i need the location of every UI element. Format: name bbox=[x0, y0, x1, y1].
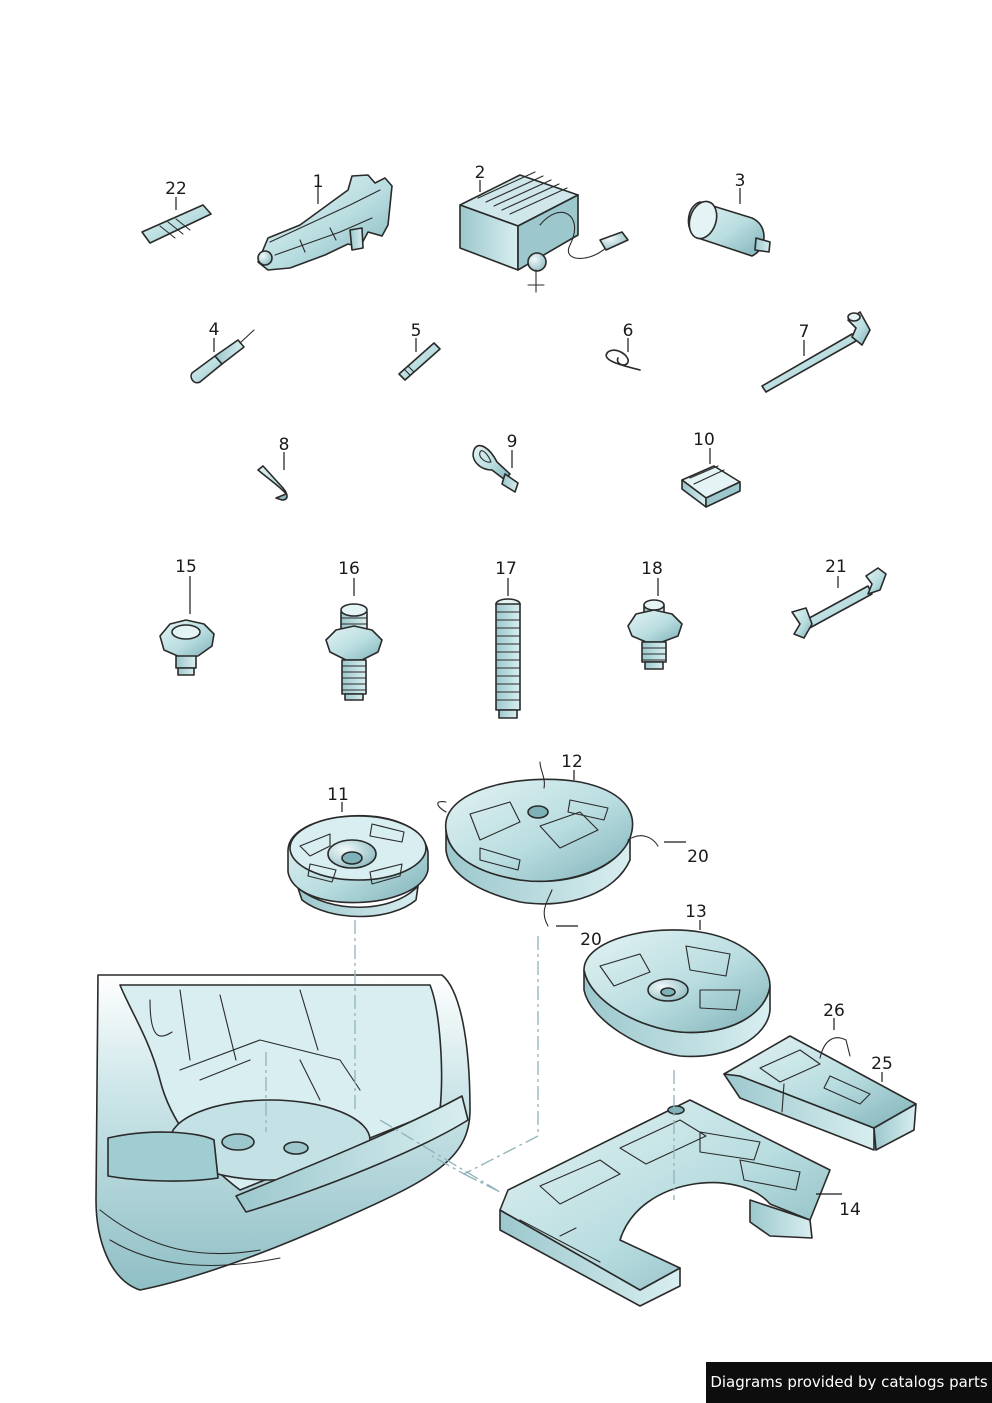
part-4-screwdriver bbox=[190, 329, 255, 384]
part-1-jack bbox=[257, 174, 393, 271]
part-9-towing-eye bbox=[472, 444, 519, 493]
part-16-bolt bbox=[325, 603, 383, 701]
part-6-clip bbox=[605, 349, 641, 371]
part-14-carrier bbox=[499, 1099, 831, 1307]
car-rear-boot bbox=[95, 974, 471, 1291]
callout-8: 8 bbox=[279, 435, 290, 455]
callout-20b: 20 bbox=[580, 930, 602, 950]
part-10-booklet bbox=[681, 465, 741, 508]
callout-13: 13 bbox=[685, 902, 707, 922]
callout-4: 4 bbox=[209, 320, 220, 340]
callout-3: 3 bbox=[735, 171, 746, 191]
part-3-cartridge bbox=[687, 200, 771, 257]
callout-17: 17 bbox=[495, 559, 517, 579]
callout-26: 26 bbox=[823, 1001, 845, 1021]
callout-14: 14 bbox=[839, 1200, 861, 1220]
assembly-lines bbox=[265, 920, 675, 1200]
callout-6: 6 bbox=[623, 321, 634, 341]
part-8-hook bbox=[257, 465, 288, 501]
part-25-bracket bbox=[723, 1035, 917, 1151]
callout-22: 22 bbox=[165, 179, 187, 199]
callout-1: 1 bbox=[313, 172, 324, 192]
footer-banner: Diagrams provided by catalogs parts bbox=[706, 1362, 992, 1403]
callout-5: 5 bbox=[411, 321, 422, 341]
callout-labels: 22 1 2 3 4 5 6 7 8 9 10 15 16 17 18 21 1… bbox=[165, 163, 893, 1220]
callout-11: 11 bbox=[327, 785, 349, 805]
callout-7: 7 bbox=[799, 322, 810, 342]
part-2-compressor bbox=[459, 171, 629, 293]
part-13-tray bbox=[583, 929, 771, 1058]
callout-9: 9 bbox=[507, 432, 518, 452]
callout-12: 12 bbox=[561, 752, 583, 772]
callout-20a: 20 bbox=[687, 847, 709, 867]
callout-21: 21 bbox=[825, 557, 847, 577]
callout-15: 15 bbox=[175, 557, 197, 577]
part-21-spanner bbox=[791, 567, 887, 639]
part-11-insert bbox=[287, 814, 429, 918]
part-5-pin bbox=[398, 342, 441, 381]
leader-lines bbox=[175, 180, 883, 1195]
part-18-bolt bbox=[627, 599, 683, 670]
part-17-rod bbox=[495, 598, 521, 719]
part-15-nut bbox=[159, 619, 215, 676]
part-7-wheel-brace bbox=[761, 311, 871, 393]
callout-16: 16 bbox=[338, 559, 360, 579]
callout-2: 2 bbox=[475, 163, 486, 183]
part-22-strip bbox=[141, 204, 212, 244]
callout-25: 25 bbox=[871, 1054, 893, 1074]
callout-10: 10 bbox=[693, 430, 715, 450]
part-12-tray bbox=[437, 761, 659, 927]
callout-18: 18 bbox=[641, 559, 663, 579]
